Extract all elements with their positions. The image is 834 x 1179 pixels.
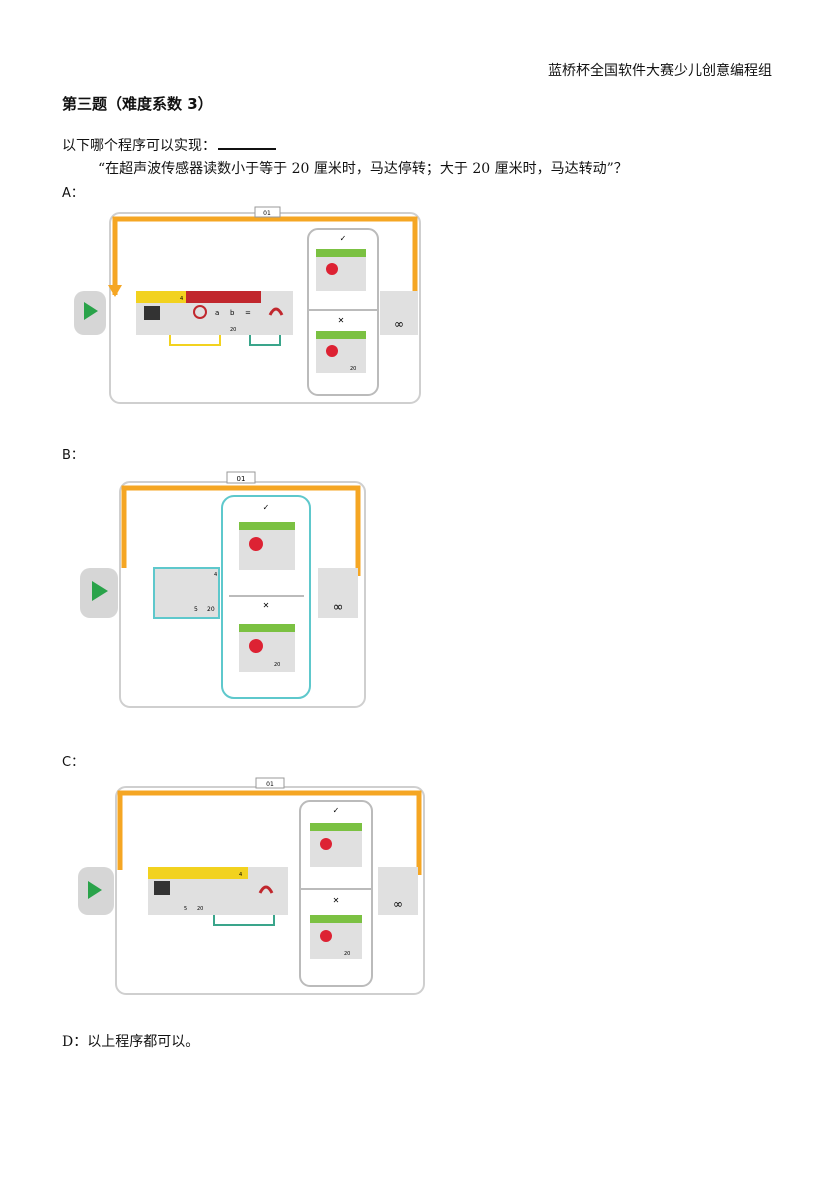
motor-on-block bbox=[310, 923, 362, 959]
data-wire bbox=[213, 915, 275, 926]
ultrasonic-sensor-icon bbox=[144, 306, 160, 320]
threshold-value: 20 bbox=[197, 906, 203, 912]
switch-block bbox=[248, 867, 288, 915]
loop-label-box bbox=[255, 777, 285, 789]
option-c-label: C： bbox=[62, 755, 85, 770]
start-icon bbox=[88, 881, 102, 899]
loop-arrowhead bbox=[108, 285, 122, 297]
switch-cases-frame bbox=[307, 228, 379, 396]
infinity-icon: ∞ bbox=[333, 600, 344, 615]
loop-arrow-path bbox=[112, 216, 418, 300]
motor-on-header bbox=[316, 331, 366, 339]
motor-stop-header bbox=[239, 522, 295, 530]
motor-on-icon bbox=[320, 930, 332, 942]
threshold-value: 20 bbox=[230, 327, 236, 333]
true-case-marker: ✓ bbox=[263, 503, 270, 512]
start-icon bbox=[92, 581, 108, 601]
var-eq: = bbox=[245, 309, 251, 317]
compare-icon bbox=[193, 305, 207, 319]
question-prompt: 以下哪个程序可以实现： bbox=[62, 135, 276, 155]
motor-power: 20 bbox=[344, 951, 350, 957]
motor-on-block bbox=[316, 339, 366, 373]
document-header: 蓝桥杯全国软件大赛少儿创意编程组 bbox=[548, 63, 772, 79]
var-a: a bbox=[215, 309, 219, 317]
switch-block bbox=[261, 291, 293, 335]
compare-value: 5 bbox=[194, 606, 198, 613]
sensor-port: 4 bbox=[214, 572, 217, 578]
motor-stop-icon bbox=[320, 838, 332, 850]
compare-header bbox=[186, 291, 261, 303]
compare-block bbox=[186, 303, 261, 335]
switch-sensor-block bbox=[153, 567, 220, 619]
question-condition: “在超声波传感器读数小于等于 20 厘米时，马达停转；大于 20 厘米时，马达转… bbox=[98, 161, 628, 177]
loop-end-block bbox=[318, 568, 358, 618]
motor-on-header bbox=[239, 624, 295, 632]
sensor-header bbox=[148, 867, 248, 879]
loop-label: 01 bbox=[237, 475, 246, 483]
prompt-text: 以下哪个程序可以实现： bbox=[62, 138, 216, 154]
infinity-icon: ∞ bbox=[394, 317, 404, 331]
data-wire-a bbox=[169, 335, 221, 346]
motor-stop-header bbox=[316, 249, 366, 257]
loop-arrow-path bbox=[117, 790, 422, 875]
motor-on-icon bbox=[249, 639, 263, 653]
switch-cases-frame bbox=[299, 800, 373, 987]
infinity-icon: ∞ bbox=[393, 897, 403, 911]
motor-on-block bbox=[239, 632, 295, 672]
program-diagram-a: 01 4 a b = 20 ✓ ✕ 20 ∞ bbox=[74, 206, 421, 404]
motor-power: 20 bbox=[274, 662, 280, 668]
option-d: D：以上程序都可以。 bbox=[62, 1034, 200, 1050]
loop-arrow-path bbox=[121, 485, 361, 576]
question-title: 第三题（难度系数 3） bbox=[62, 95, 213, 113]
motor-on-header bbox=[310, 915, 362, 923]
loop-end-block bbox=[378, 867, 418, 915]
option-a-label: A： bbox=[62, 186, 84, 201]
switch-cases-frame bbox=[221, 495, 311, 699]
ultrasonic-sensor-icon bbox=[154, 881, 170, 895]
option-b-label: B： bbox=[62, 448, 84, 463]
switch-icon bbox=[268, 307, 284, 316]
true-case-marker: ✓ bbox=[340, 234, 347, 243]
true-case-marker: ✓ bbox=[333, 806, 340, 815]
loop-end-block bbox=[380, 291, 418, 335]
sensor-header bbox=[136, 291, 186, 303]
motor-stop-block bbox=[239, 530, 295, 570]
switch-icon bbox=[258, 885, 274, 894]
compare-value: 5 bbox=[184, 906, 187, 912]
var-b: b bbox=[230, 309, 235, 317]
sensor-port: 4 bbox=[180, 296, 183, 302]
motor-power: 20 bbox=[350, 366, 356, 372]
false-case-marker: ✕ bbox=[263, 601, 270, 610]
false-case-marker: ✕ bbox=[338, 316, 345, 325]
loop-label: 01 bbox=[266, 781, 274, 788]
data-wire-b bbox=[249, 335, 281, 346]
program-diagram-c: 01 4 5 20 ✓ ✕ 20 ∞ bbox=[78, 777, 425, 995]
answer-blank bbox=[218, 138, 276, 150]
loop-label-box bbox=[254, 206, 281, 218]
motor-stop-block bbox=[316, 257, 366, 291]
loop-label-box bbox=[226, 471, 256, 484]
sensor-port: 4 bbox=[239, 872, 242, 878]
start-icon bbox=[84, 302, 98, 320]
threshold-value: 20 bbox=[207, 606, 215, 613]
motor-stop-block bbox=[310, 831, 362, 867]
program-diagram-b: 01 4 5 20 ✓ ✕ 20 ∞ bbox=[80, 471, 366, 708]
ultrasonic-sensor-block bbox=[136, 303, 186, 335]
motor-stop-icon bbox=[249, 537, 263, 551]
false-case-marker: ✕ bbox=[333, 896, 340, 905]
motor-stop-icon bbox=[326, 263, 338, 275]
motor-stop-header bbox=[310, 823, 362, 831]
motor-on-icon bbox=[326, 345, 338, 357]
loop-label: 01 bbox=[263, 210, 271, 217]
